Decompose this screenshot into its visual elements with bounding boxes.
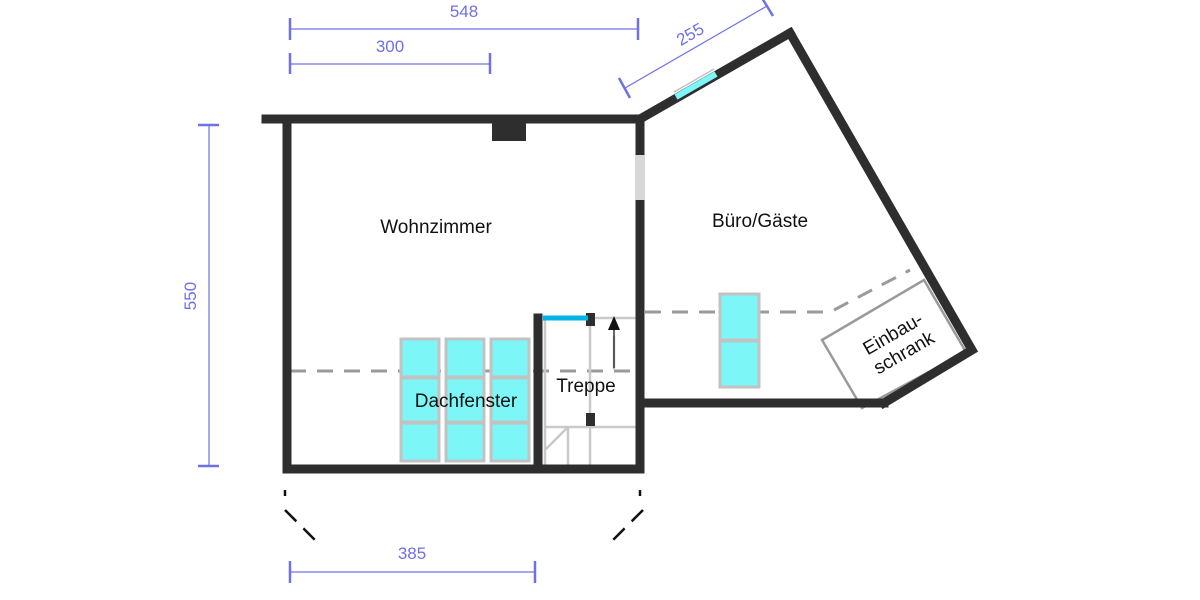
dimension-tick — [761, 0, 775, 17]
arrow-up-icon — [608, 316, 620, 368]
skylight-pane — [489, 376, 531, 424]
room-label-buero: Büro/Gäste — [712, 211, 808, 232]
dormer-outline — [283, 490, 644, 546]
room-label-wohnzimmer: Wohnzimmer — [380, 217, 492, 238]
dimension-annotations: 548 300 255 550 385 — [181, 0, 775, 583]
window-buero-diagonal-frame — [673, 68, 715, 93]
chimney — [492, 123, 526, 141]
skylight-pane — [444, 421, 486, 463]
dimension-label-bottom-width: 385 — [398, 544, 426, 563]
walls — [261, 26, 979, 474]
room-label-treppe: Treppe — [556, 376, 616, 397]
roof-slope-lines — [290, 268, 911, 373]
skylight-pane — [399, 421, 441, 463]
skylights-wohnzimmer — [399, 337, 531, 463]
dimension-line-diagonal — [624, 5, 768, 89]
roof-slope-line-diagonal — [833, 268, 911, 312]
dimension-label-top-partial: 300 — [376, 37, 404, 56]
stair-door-post — [586, 313, 595, 326]
dimension-tick — [617, 77, 632, 99]
skylight-pane — [444, 376, 486, 424]
stair-step-line — [544, 426, 569, 451]
skylight-pane — [399, 337, 441, 379]
skylights-buero — [718, 292, 761, 389]
wall-buero-right — [783, 26, 979, 410]
window-buero-diagonal — [674, 71, 718, 100]
room-label-dachfenster: Dachfenster — [415, 391, 518, 412]
skylight-pane — [489, 421, 531, 463]
dormer-line-left — [284, 509, 321, 546]
doorway-wohnzimmer-buero — [635, 155, 645, 200]
skylight-pane — [718, 339, 761, 389]
dimension-label-diagonal: 255 — [673, 19, 707, 50]
skylight-pane — [489, 337, 531, 379]
skylight-pane — [399, 376, 441, 424]
dormer-line-right — [609, 509, 644, 544]
skylight-pane — [444, 337, 486, 379]
dimension-label-left-height: 550 — [181, 282, 200, 310]
skylight-pane — [718, 292, 761, 342]
stair-door-post — [586, 413, 595, 426]
dimension-label-top-total: 548 — [450, 2, 478, 21]
